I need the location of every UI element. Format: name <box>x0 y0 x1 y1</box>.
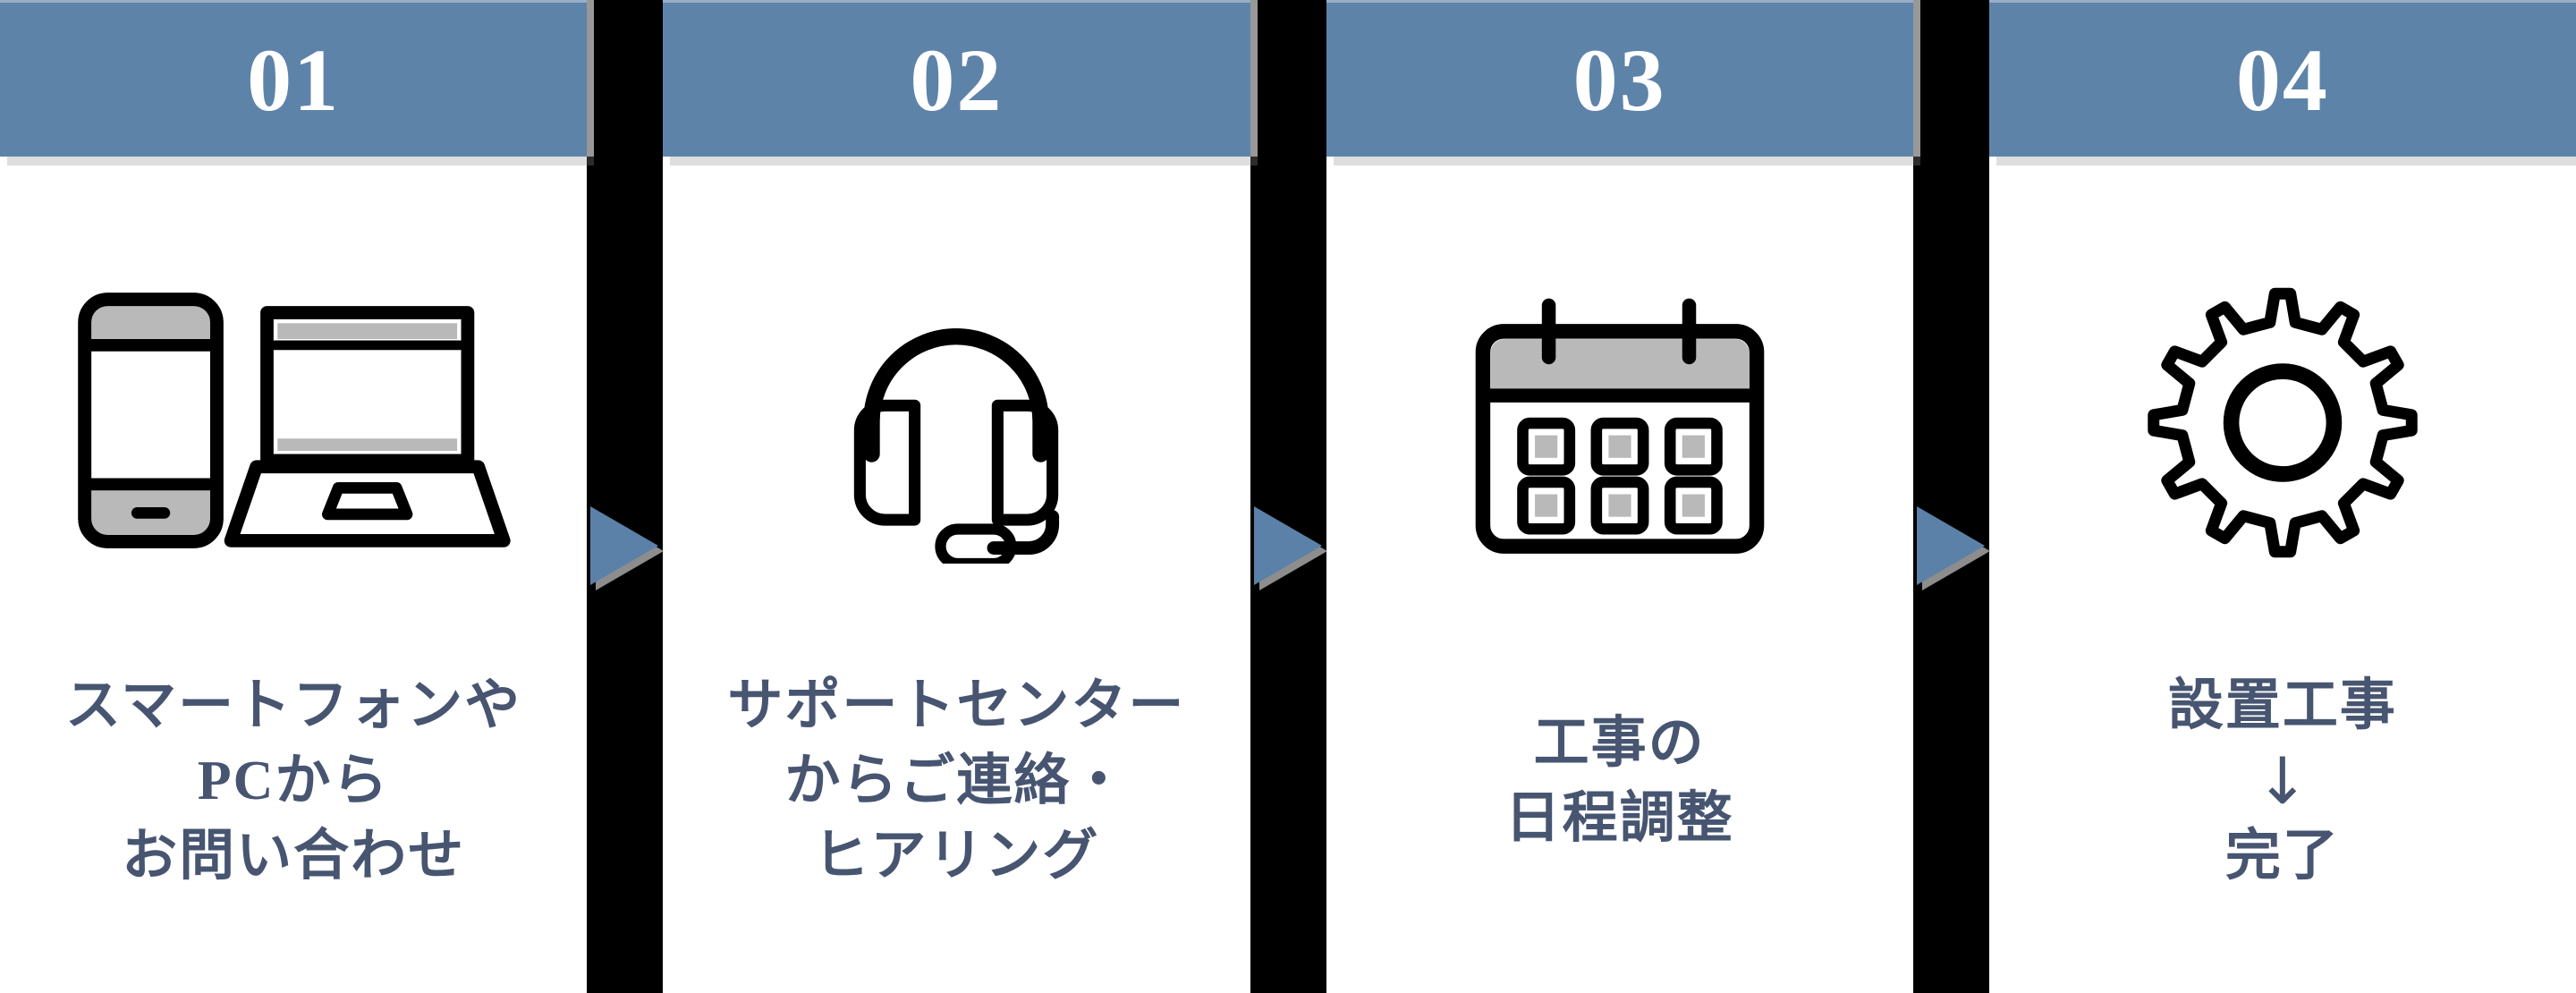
step-3-description: 工事の 日程調整 <box>1326 604 1913 993</box>
step-1-number-band: 01 <box>0 0 588 157</box>
step-2-number-band: 02 <box>663 0 1250 157</box>
step-4-number-band: 04 <box>1988 0 2576 157</box>
headset-icon <box>854 328 1060 564</box>
step-text-line: PCから <box>197 750 390 811</box>
step-number: 01 <box>247 30 341 130</box>
step-number: 03 <box>1572 30 1666 130</box>
step-2-icon-area <box>663 157 1250 604</box>
step-text-line: 完了 <box>2224 825 2340 887</box>
step-card-1: 01 スマートフォンや PCから <box>0 0 588 993</box>
gear-icon <box>2148 287 2418 558</box>
connector-bar <box>1912 0 1989 993</box>
step-text-line: 設置工事 <box>2167 675 2397 736</box>
step-card-2: 02 サポートセンター からご連絡・ ヒアリング <box>663 0 1250 993</box>
step-4-icon-area <box>1989 157 2576 604</box>
step-text-line: スマートフォンや <box>65 675 522 736</box>
step-text-line: 日程調整 <box>1504 787 1734 849</box>
step-card-3: 03 <box>1326 0 1913 993</box>
step-text-line: 工事の <box>1533 712 1706 774</box>
calendar-icon <box>1475 298 1764 554</box>
step-1-icon-area <box>0 157 587 604</box>
smartphone-laptop-icon <box>78 293 511 548</box>
step-number: 04 <box>2235 30 2329 130</box>
step-card-4: 04 設置工事 ↓ 完了 <box>1988 0 2576 993</box>
arrow-right-icon <box>1253 506 1322 585</box>
arrow-down-icon: ↓ <box>2255 743 2310 819</box>
step-text-line: からご連絡・ <box>784 750 1129 811</box>
connector-bar <box>1250 0 1326 993</box>
connector-bar <box>587 0 664 993</box>
step-2-description: サポートセンター からご連絡・ ヒアリング <box>663 604 1250 993</box>
step-text-line: ヒアリング <box>813 825 1100 887</box>
step-1-description: スマートフォンや PCから お問い合わせ <box>0 604 587 993</box>
step-text-line: サポートセンター <box>727 675 1186 736</box>
step-3-icon-area <box>1326 157 1913 604</box>
arrow-right-icon <box>590 506 659 585</box>
step-text-line: お問い合わせ <box>122 825 466 887</box>
arrow-right-icon <box>1916 506 1985 585</box>
step-4-description: 設置工事 ↓ 完了 <box>1989 604 2576 993</box>
step-3-number-band: 03 <box>1326 0 1913 157</box>
step-number: 02 <box>910 30 1004 130</box>
